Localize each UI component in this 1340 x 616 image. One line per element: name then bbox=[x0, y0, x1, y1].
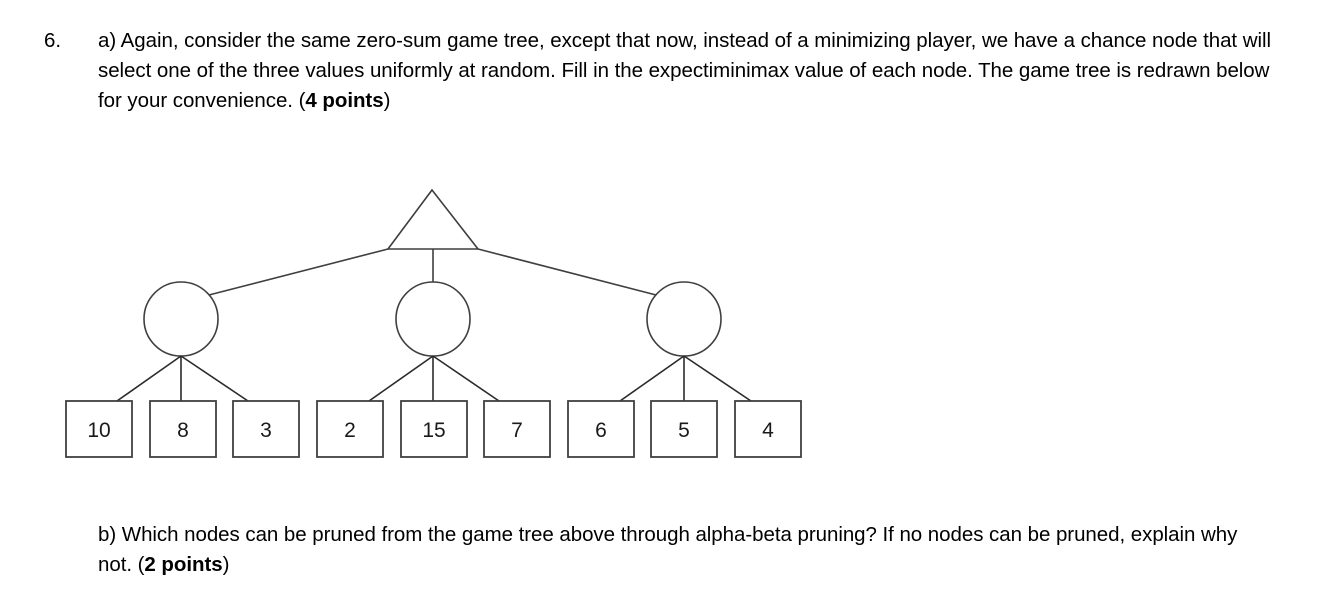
game-tree-diagram: 10 8 3 2 15 7 bbox=[0, 176, 880, 476]
leaf-box bbox=[232, 400, 300, 458]
leaf-value: 10 bbox=[87, 419, 110, 442]
leaf-box bbox=[316, 400, 384, 458]
question-6-block: 6. a) Again, consider the same zero-sum … bbox=[44, 26, 1274, 116]
leaf-value: 3 bbox=[260, 419, 272, 442]
leaf-box bbox=[65, 400, 133, 458]
question-number: 6. bbox=[44, 29, 62, 52]
leaf-box bbox=[400, 400, 468, 458]
edge-chance3-leaf3 bbox=[683, 355, 752, 402]
chance-node-3 bbox=[646, 281, 722, 357]
leaf-node: 8 bbox=[149, 400, 217, 458]
part-a-points: 4 points bbox=[305, 89, 384, 112]
leaf-node: 4 bbox=[734, 400, 802, 458]
leaf-node: 7 bbox=[483, 400, 551, 458]
question-part-a-text: a) Again, consider the same zero-sum gam… bbox=[98, 26, 1274, 116]
leaf-value: 6 bbox=[595, 419, 607, 442]
leaf-value: 2 bbox=[344, 419, 356, 442]
edge-root-to-chance-3 bbox=[477, 248, 661, 297]
edge-chance3-leaf1 bbox=[619, 355, 685, 402]
leaf-box bbox=[149, 400, 217, 458]
part-a-text-main: a) Again, consider the same zero-sum gam… bbox=[98, 29, 1271, 112]
leaf-node: 10 bbox=[65, 400, 133, 458]
chance-node-2 bbox=[395, 281, 471, 357]
leaf-value: 5 bbox=[678, 419, 690, 442]
leaf-value: 8 bbox=[177, 419, 189, 442]
leaf-node: 5 bbox=[650, 400, 718, 458]
part-a-text-tail: ) bbox=[383, 89, 391, 112]
leaf-node: 6 bbox=[567, 400, 635, 458]
edge-chance1-leaf3 bbox=[180, 355, 249, 402]
edge-chance2-leaf3 bbox=[432, 355, 500, 402]
leaf-value: 7 bbox=[511, 419, 523, 442]
chance-to-leaf-edges bbox=[116, 355, 752, 402]
chance-node-1 bbox=[143, 281, 219, 357]
leaf-box bbox=[650, 400, 718, 458]
leaf-value: 15 bbox=[422, 419, 445, 442]
leaf-box bbox=[734, 400, 802, 458]
question-part-b-text: b) Which nodes can be pruned from the ga… bbox=[98, 520, 1248, 580]
edge-root-to-chance-1 bbox=[204, 248, 389, 297]
leaf-box bbox=[483, 400, 551, 458]
root-max-node-triangle bbox=[386, 188, 480, 250]
part-b-text-tail: ) bbox=[222, 553, 230, 576]
leaf-value: 4 bbox=[762, 419, 774, 442]
edge-chance2-leaf1 bbox=[368, 355, 434, 402]
part-b-text-main: b) Which nodes can be pruned from the ga… bbox=[98, 523, 1238, 576]
edge-chance1-leaf1 bbox=[116, 355, 182, 402]
leaf-node: 15 bbox=[400, 400, 468, 458]
leaf-node: 2 bbox=[316, 400, 384, 458]
leaf-node: 3 bbox=[232, 400, 300, 458]
root-to-chance-edges bbox=[204, 248, 661, 297]
leaf-box bbox=[567, 400, 635, 458]
leaf-nodes: 10 8 3 2 15 7 bbox=[65, 400, 802, 458]
part-b-points: 2 points bbox=[144, 553, 223, 576]
